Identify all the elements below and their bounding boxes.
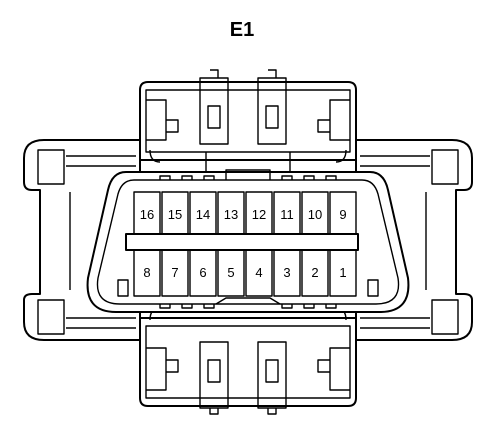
pin-number-label: 10 — [308, 207, 322, 222]
pin-cavity-box — [329, 191, 357, 235]
pin-cavity-box — [273, 249, 301, 297]
pin-cavity-box — [301, 191, 329, 235]
pin-cavity-10: 10 — [301, 191, 329, 235]
right-detent-window — [367, 279, 379, 297]
pin-number-label: 7 — [171, 265, 178, 280]
pin-cavity-3: 3 — [273, 249, 301, 297]
pin-number-label: 13 — [224, 207, 238, 222]
pin-cavity-box — [189, 249, 217, 297]
pin-cavity-11: 11 — [273, 191, 301, 235]
bottom-clip-housing — [139, 307, 357, 415]
pin-cavity-box — [217, 249, 245, 297]
left-detent-window — [117, 279, 129, 297]
pin-number-label: 12 — [252, 207, 266, 222]
pin-cavity-9: 9 — [329, 191, 357, 235]
pin-cavity-2: 2 — [301, 249, 329, 297]
pin-number-label: 2 — [311, 265, 318, 280]
pin-cavity-box — [329, 249, 357, 297]
pin-cavity-box — [217, 191, 245, 235]
pin-cavity-box — [245, 249, 273, 297]
pin-cavity-box — [133, 249, 161, 297]
pin-cavity-15: 15 — [161, 191, 189, 235]
bottom-keying-teeth — [159, 297, 337, 309]
pin-cavity-box — [273, 191, 301, 235]
pin-row-divider — [125, 233, 359, 251]
pin-number-label: 3 — [283, 265, 290, 280]
pin-cavity-6: 6 — [189, 249, 217, 297]
pin-cavity-box — [245, 191, 273, 235]
pin-number-label: 15 — [168, 207, 182, 222]
pin-cavity-1: 1 — [329, 249, 357, 297]
pin-cavity-13: 13 — [217, 191, 245, 235]
connector-inner-outline — [96, 179, 400, 305]
right-side-latch — [355, 139, 473, 341]
pin-number-label: 9 — [339, 207, 346, 222]
left-side-latch — [23, 139, 141, 341]
top-keying-teeth — [159, 169, 337, 180]
pin-number-label: 11 — [280, 207, 294, 222]
pin-cavity-12: 12 — [245, 191, 273, 235]
pin-cavity-box — [189, 191, 217, 235]
pin-cavity-box — [133, 191, 161, 235]
pin-cavity-4: 4 — [245, 249, 273, 297]
pin-number-label: 16 — [140, 207, 154, 222]
top-pin-row: 16 15 14 13 12 11 10 9 — [133, 191, 357, 235]
pin-cavity-box — [161, 249, 189, 297]
top-clip-housing — [139, 69, 357, 173]
pin-cavity-box — [161, 191, 189, 235]
pin-cavity-7: 7 — [161, 249, 189, 297]
pin-number-label: 8 — [143, 265, 150, 280]
pin-cavity-16: 16 — [133, 191, 161, 235]
pin-cavity-box — [301, 249, 329, 297]
pin-number-label: 1 — [339, 265, 346, 280]
pin-cavity-8: 8 — [133, 249, 161, 297]
pin-number-label: 14 — [196, 207, 210, 222]
pin-number-label: 6 — [199, 265, 206, 280]
pin-number-label: 5 — [227, 265, 234, 280]
pin-cavity-14: 14 — [189, 191, 217, 235]
bottom-pin-row: 8 7 6 5 4 3 2 1 — [133, 249, 357, 297]
connector-title: E1 — [230, 19, 254, 41]
pin-number-label: 4 — [255, 265, 262, 280]
pin-cavity-5: 5 — [217, 249, 245, 297]
